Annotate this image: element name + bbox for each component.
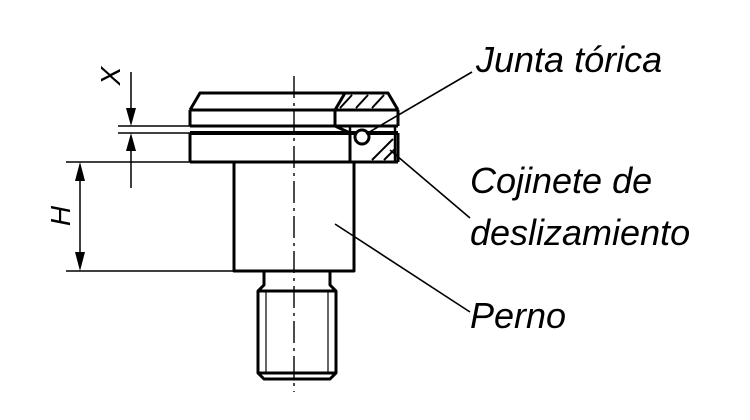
dimension-x: [118, 72, 190, 188]
hatch-line-2: [355, 94, 369, 109]
thread-roots: [265, 291, 329, 373]
leader-lines: [334, 71, 473, 313]
dimension-h: [66, 161, 234, 272]
section-detail: [333, 92, 397, 164]
o-ring-label: Junta tórica: [475, 39, 662, 80]
bearing-label-line2: deslizamiento: [470, 212, 690, 253]
x-arrow-up: [126, 133, 136, 151]
bearing-label-line1: Cojinete de: [470, 160, 652, 201]
o-ring-section: [353, 128, 371, 146]
h-arrow-down: [75, 252, 85, 271]
hatch-line-1: [339, 94, 353, 109]
bearing-leader: [389, 149, 471, 219]
dimension-h-label: H: [45, 205, 76, 226]
h-arrow-up: [75, 162, 85, 181]
o-ring-leader: [365, 71, 473, 135]
bearing-hatch-1: [371, 138, 394, 161]
pin-leader: [334, 223, 471, 313]
dimension-x-label: X: [95, 65, 126, 86]
pin-label: Perno: [470, 295, 566, 336]
threaded-stud: [256, 271, 338, 381]
hatch-line-3: [371, 94, 385, 109]
x-arrow-down: [126, 108, 136, 126]
sliding-bearing: [348, 124, 397, 164]
bearing-hatch-2: [383, 148, 396, 161]
